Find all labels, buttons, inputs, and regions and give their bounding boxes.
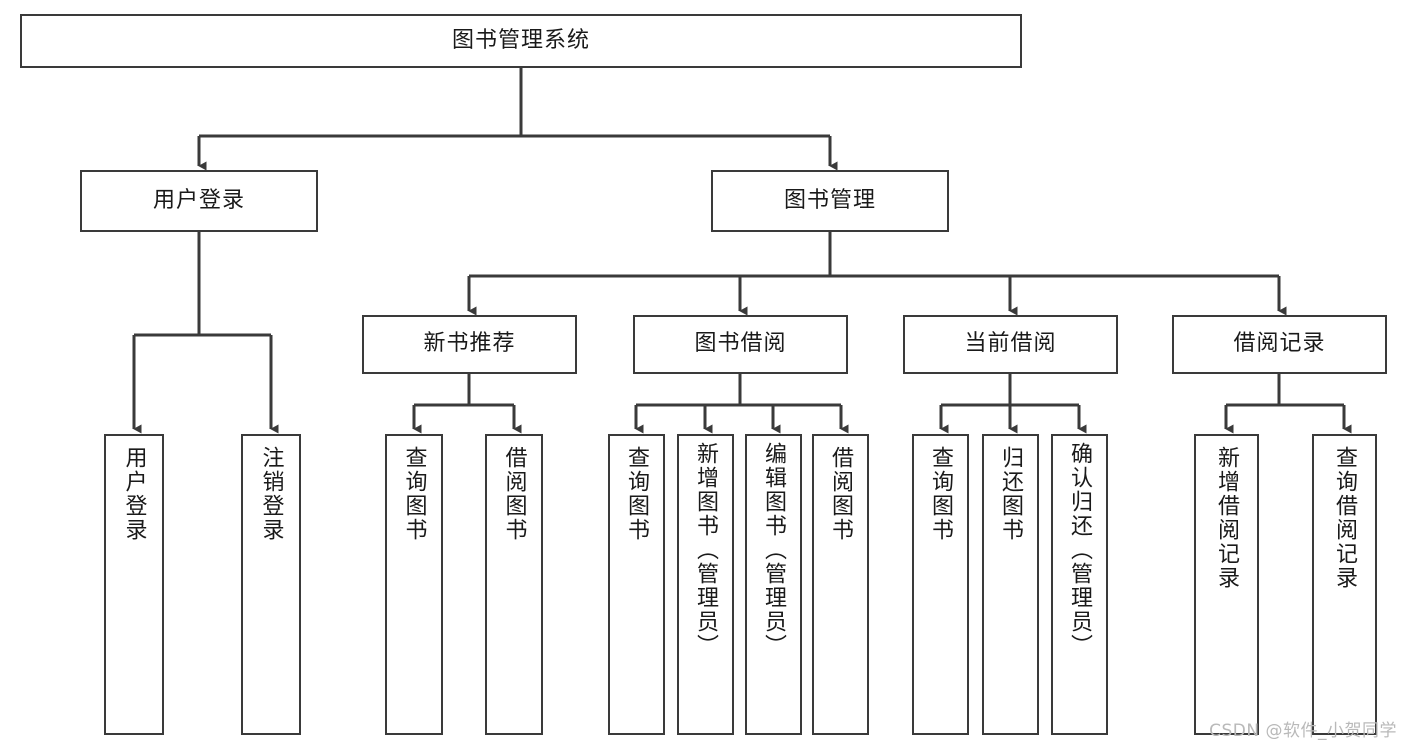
node-book-management-label: 图书管理 (783, 187, 876, 213)
node-user-login[interactable]: 用户登录 (80, 170, 318, 232)
leaf-borrow-record-1-label: 查询借阅记录 (1332, 446, 1358, 590)
leaf-new-book-recommend-0[interactable]: 查询图书 (385, 434, 443, 735)
node-book-borrow[interactable]: 图书借阅 (633, 315, 848, 374)
leaf-book-borrow-3-label: 借阅图书 (828, 446, 854, 542)
leaf-borrow-record-1[interactable]: 查询借阅记录 (1312, 434, 1377, 735)
node-book-borrow-label: 图书借阅 (694, 331, 787, 357)
leaf-borrow-record-0-label: 新增借阅记录 (1214, 446, 1240, 590)
node-user-login-label: 用户登录 (152, 187, 245, 213)
leaf-current-borrow-0[interactable]: 查询图书 (912, 434, 969, 735)
leaf-current-borrow-1[interactable]: 归还图书 (982, 434, 1039, 735)
leaf-borrow-record-0[interactable]: 新增借阅记录 (1194, 434, 1259, 735)
leaf-current-borrow-1-label: 归还图书 (998, 446, 1024, 542)
leaf-book-borrow-1-label: 新增图书（管理员） (693, 442, 719, 658)
leaf-user-login-0-label: 用户登录 (121, 446, 147, 542)
node-book-management[interactable]: 图书管理 (711, 170, 949, 232)
node-new-book-recommend-label: 新书推荐 (423, 331, 516, 357)
leaf-book-borrow-0-label: 查询图书 (624, 446, 650, 542)
node-current-borrow[interactable]: 当前借阅 (903, 315, 1118, 374)
leaf-book-borrow-3[interactable]: 借阅图书 (812, 434, 869, 735)
leaf-book-borrow-0[interactable]: 查询图书 (608, 434, 665, 735)
leaf-current-borrow-2[interactable]: 确认归还（管理员） (1051, 434, 1108, 735)
node-borrow-record-label: 借阅记录 (1233, 331, 1326, 357)
leaf-book-borrow-2-label: 编辑图书（管理员） (761, 442, 787, 658)
leaf-new-book-recommend-1[interactable]: 借阅图书 (485, 434, 543, 735)
node-new-book-recommend[interactable]: 新书推荐 (362, 315, 577, 374)
node-root-label: 图书管理系统 (451, 27, 590, 53)
leaf-user-login-1-label: 注销登录 (258, 446, 284, 542)
leaf-user-login-1[interactable]: 注销登录 (241, 434, 301, 735)
node-borrow-record[interactable]: 借阅记录 (1172, 315, 1387, 374)
leaf-new-book-recommend-0-label: 查询图书 (401, 446, 427, 542)
leaf-current-borrow-2-label: 确认归还（管理员） (1067, 442, 1093, 658)
csdn-watermark: CSDN @软件_小贺同学 (1209, 721, 1397, 741)
leaf-new-book-recommend-1-label: 借阅图书 (501, 446, 527, 542)
node-current-borrow-label: 当前借阅 (964, 331, 1057, 357)
leaf-user-login-0[interactable]: 用户登录 (104, 434, 164, 735)
leaf-current-borrow-0-label: 查询图书 (928, 446, 954, 542)
leaf-book-borrow-1[interactable]: 新增图书（管理员） (677, 434, 734, 735)
leaf-book-borrow-2[interactable]: 编辑图书（管理员） (745, 434, 802, 735)
node-root[interactable]: 图书管理系统 (20, 14, 1022, 68)
